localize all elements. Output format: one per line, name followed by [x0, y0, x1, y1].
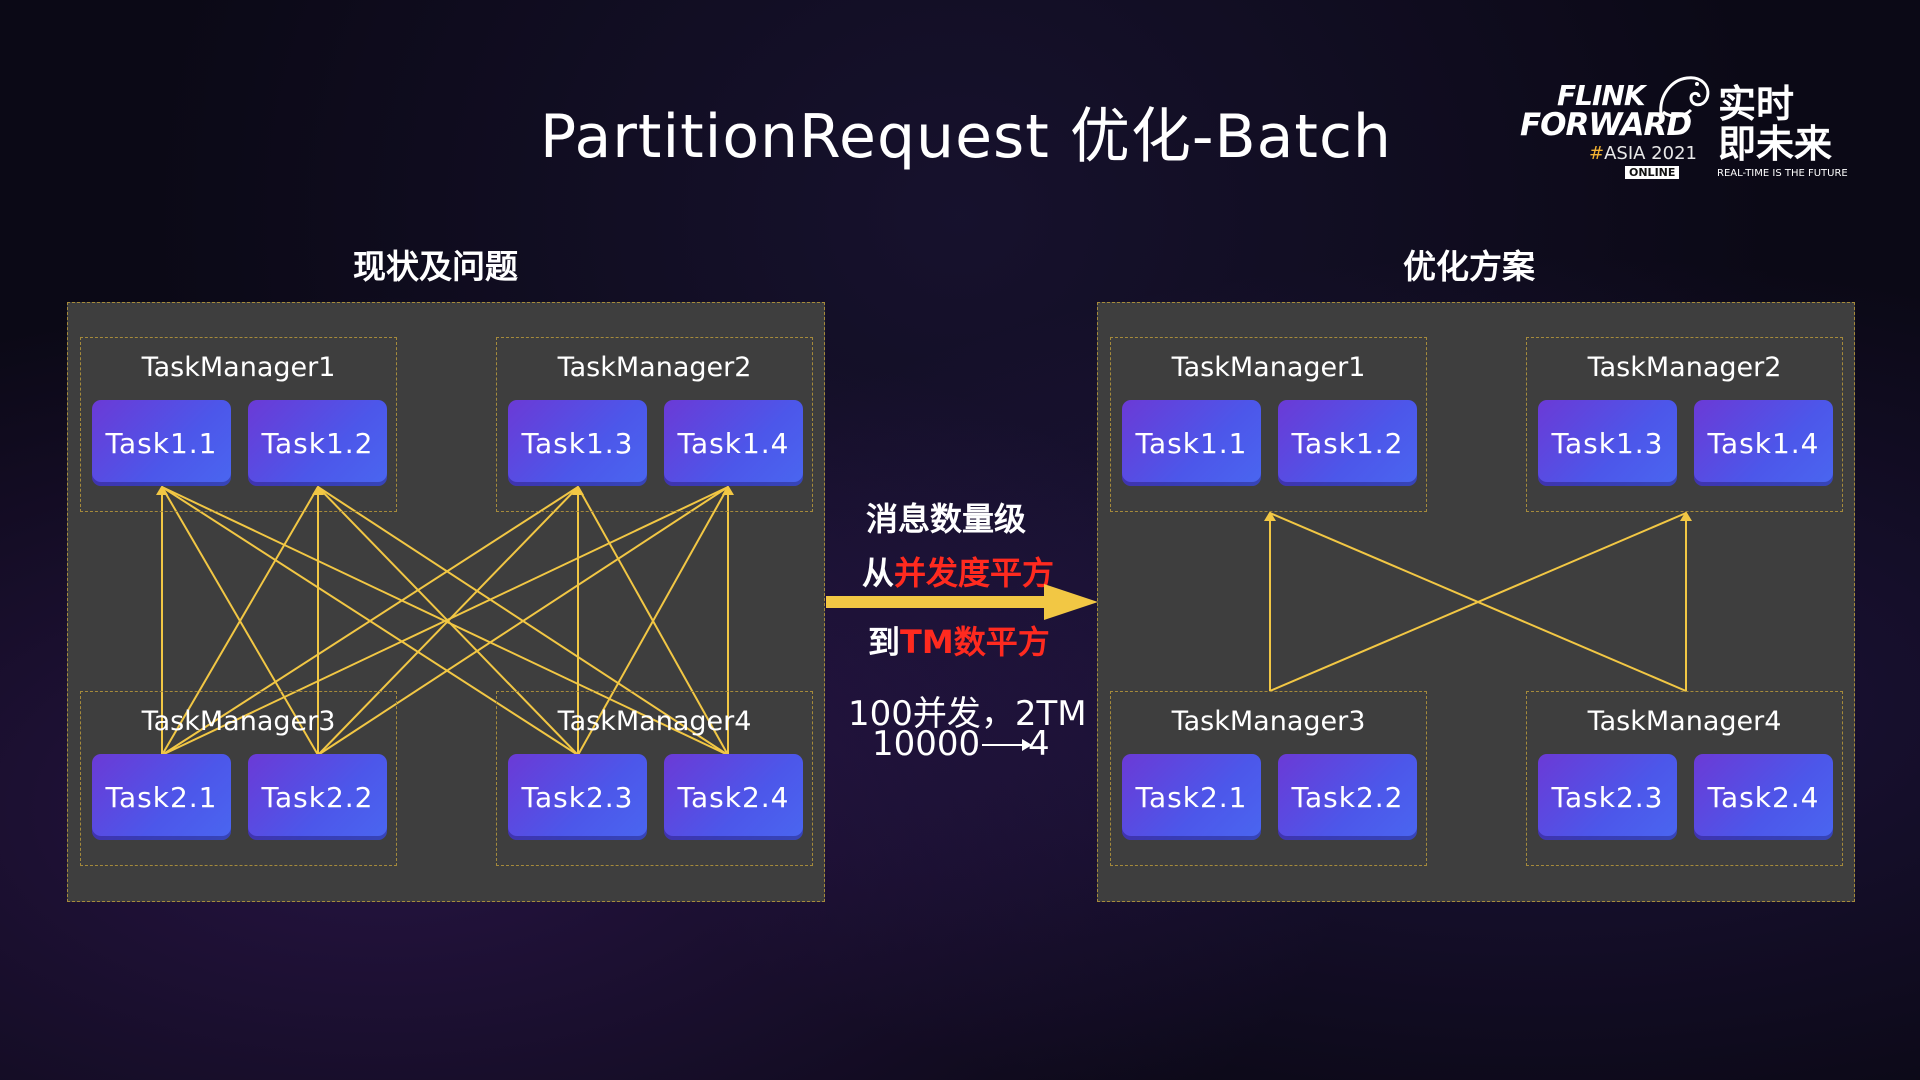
mid-line3: 到TM数平方: [868, 623, 1050, 661]
logo-cn-line2: 即未来: [1718, 122, 1833, 166]
task-box: Task2.3: [1538, 754, 1677, 840]
arrowhead-icon: [1264, 511, 1276, 521]
task-box: Task2.2: [248, 754, 387, 840]
task-box: Task1.3: [1538, 400, 1677, 486]
task-box: Task1.1: [1122, 400, 1261, 486]
mid-line4: 100并发，2TM: [848, 694, 1087, 734]
logo-tagline: REAL-TIME IS THE FUTURE: [1717, 168, 1848, 179]
squirrel-icon: [1659, 76, 1710, 118]
small-arrow-icon: [982, 739, 1032, 751]
task-box: Task1.2: [1278, 400, 1417, 486]
mid-line2: 从并发度平方: [862, 554, 1055, 592]
logo-flink: FLINK: [1557, 79, 1646, 112]
task-box: Task2.1: [92, 754, 231, 840]
logo-forward: FORWARD: [1520, 107, 1692, 143]
taskmanager-label: TaskManager4: [1587, 706, 1782, 737]
logo-online-badge: ONLINE: [1625, 166, 1680, 179]
flink-forward-logo: FLINK FORWARD #ASIA 2021 ONLINE 实时 即未来 R…: [1515, 68, 1855, 188]
task-box: Task2.1: [1122, 754, 1261, 840]
taskmanager-label: TaskManager2: [1587, 352, 1782, 383]
task-box: Task1.4: [1694, 400, 1833, 486]
connector-line: [1269, 512, 1687, 692]
slide-title: PartitionRequest 优化-Batch: [540, 102, 1392, 172]
task-box: Task2.4: [1694, 754, 1833, 840]
mid-line5-from: 10000: [872, 724, 981, 764]
taskmanager-label: TaskManager4: [557, 706, 752, 737]
right-arrow-icon: [826, 584, 1098, 620]
taskmanager-label: TaskManager2: [557, 352, 752, 383]
taskmanager-label: TaskManager1: [141, 352, 336, 383]
task-box: Task2.4: [664, 754, 803, 840]
connector-line: [1269, 512, 1687, 692]
right-heading: 优化方案: [1403, 247, 1535, 286]
taskmanager-label: TaskManager3: [1171, 706, 1366, 737]
taskmanager-label: TaskManager1: [1171, 352, 1366, 383]
arrowhead-icon: [1680, 511, 1692, 521]
mid-line1: 消息数量级: [866, 500, 1027, 538]
task-box: Task1.3: [508, 400, 647, 486]
task-box: Task2.2: [1278, 754, 1417, 840]
task-box: Task1.2: [248, 400, 387, 486]
task-box: Task2.3: [508, 754, 647, 840]
taskmanager-label: TaskManager3: [141, 706, 336, 737]
logo-asia: #ASIA 2021: [1589, 143, 1697, 164]
left-heading: 现状及问题: [353, 247, 518, 286]
task-box: Task1.1: [92, 400, 231, 486]
mid-line5-to: 4: [1028, 724, 1050, 764]
task-box: Task1.4: [664, 400, 803, 486]
logo-cn-line1: 实时: [1718, 82, 1795, 126]
